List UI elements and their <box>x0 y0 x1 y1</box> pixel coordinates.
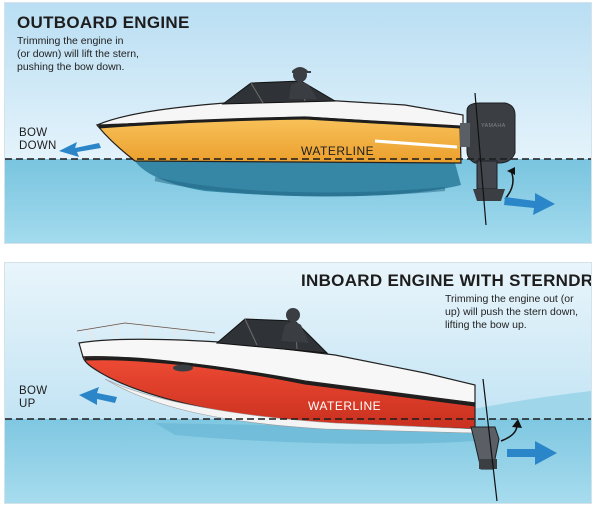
description-line: Trimming the engine in <box>17 35 139 48</box>
bow-down-label: BOW DOWN <box>19 127 57 153</box>
inboard-engine-panel: INBOARD ENGINE WITH STERNDRIVE Trimming … <box>4 262 592 504</box>
porthole <box>173 365 193 372</box>
driver-head <box>286 308 300 322</box>
description-line: Trimming the engine out (or <box>445 293 578 306</box>
bow-up-label: BOW UP <box>19 385 47 411</box>
bow-label-line: UP <box>19 398 47 411</box>
bow-label-line: BOW <box>19 385 47 398</box>
outboard-description: Trimming the engine in (or down) will li… <box>17 35 139 74</box>
engine-brand-text: YAMAHA <box>481 123 506 129</box>
waterline-label: WATERLINE <box>308 399 381 413</box>
waterline-label: WATERLINE <box>301 144 374 158</box>
bow-label-line: DOWN <box>19 140 57 153</box>
description-line: lifting the bow up. <box>445 319 578 332</box>
inboard-title: INBOARD ENGINE WITH STERNDRIVE <box>301 271 592 291</box>
description-line: pushing the bow down. <box>17 61 139 74</box>
outboard-engine-panel: YAMAHA OUTBOARD ENGINE Trimming the engi… <box>4 2 592 244</box>
bow-label-line: BOW <box>19 127 57 140</box>
inboard-description: Trimming the engine out (or up) will pus… <box>445 293 578 332</box>
description-line: up) will push the stern down, <box>445 306 578 319</box>
outboard-title: OUTBOARD ENGINE <box>17 13 190 33</box>
description-line: (or down) will lift the stern, <box>17 48 139 61</box>
